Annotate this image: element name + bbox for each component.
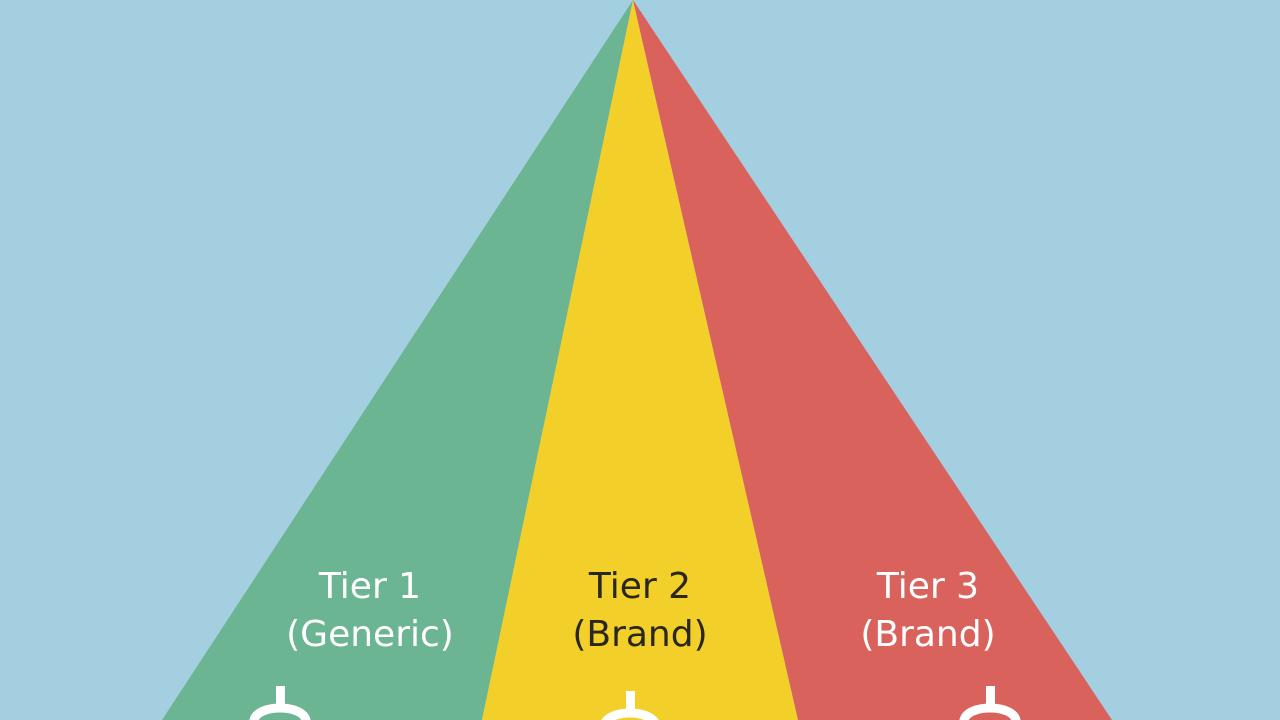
tier-3-name: Tier 3 [876,566,979,607]
dollar-sign-icon [601,691,659,720]
dollar-sign-icon [959,686,1021,720]
tier-3-category: (Brand) [860,614,995,655]
dollar-sign-icon [249,686,311,720]
tier-1-name: Tier 1 [318,566,421,607]
tier-1-segment [162,0,633,720]
tier-2-category: (Brand) [572,614,707,655]
tier-2-segment [482,0,798,720]
tier-1-category: (Generic) [286,614,454,655]
tier-3-segment [633,0,1112,720]
tier-2-name: Tier 2 [588,566,691,607]
